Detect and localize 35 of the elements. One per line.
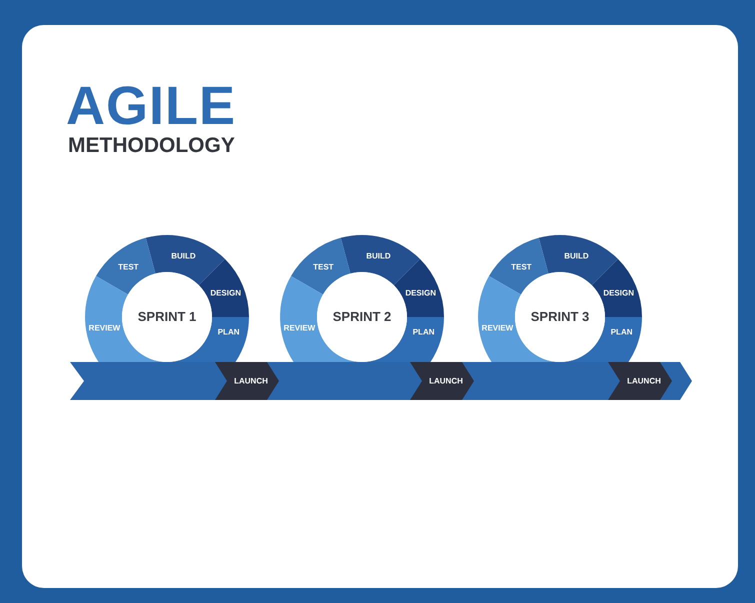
segment-label: PLAN <box>412 328 434 337</box>
sprint-label: SPRINT 3 <box>530 308 590 326</box>
ring-segment <box>488 237 549 295</box>
segment-label: TEST <box>313 262 334 272</box>
segment-label: BUILD <box>564 251 589 260</box>
segment-label: LAUNCH <box>627 376 661 386</box>
ring-segment <box>95 237 156 295</box>
segment-label: LAUNCH <box>234 376 268 386</box>
segment-label: PLAN <box>218 328 240 337</box>
ring-segment <box>591 259 642 317</box>
segment-label: TEST <box>511 262 532 272</box>
segment-label: DESIGN <box>603 288 634 298</box>
segment-label: REVIEW <box>88 324 120 333</box>
ring-segment <box>340 235 420 286</box>
segment-label: PLAN <box>610 328 632 337</box>
segment-label: REVIEW <box>284 324 316 333</box>
ring-segment <box>198 259 249 317</box>
segment-label: BUILD <box>366 251 391 260</box>
segment-label: TEST <box>118 262 139 272</box>
launch-chevron <box>410 362 474 400</box>
ring-segment <box>145 235 225 286</box>
segment-label: BUILD <box>171 251 196 260</box>
title: AGILE <box>66 78 236 134</box>
sprint-label: SPRINT 1 <box>136 308 198 326</box>
ring-segment <box>290 237 351 295</box>
segment-label: DESIGN <box>405 288 436 298</box>
segment-label: DESIGN <box>210 288 241 298</box>
segment-label: LAUNCH <box>429 376 463 386</box>
subtitle: METHODOLOGY <box>68 134 235 158</box>
ring-segment <box>538 235 618 286</box>
ring-segment <box>393 259 444 317</box>
launch-chevron <box>215 362 279 400</box>
launch-chevron <box>608 362 672 400</box>
segment-label: REVIEW <box>482 324 514 333</box>
sprint-label: SPRINT 2 <box>332 308 392 326</box>
